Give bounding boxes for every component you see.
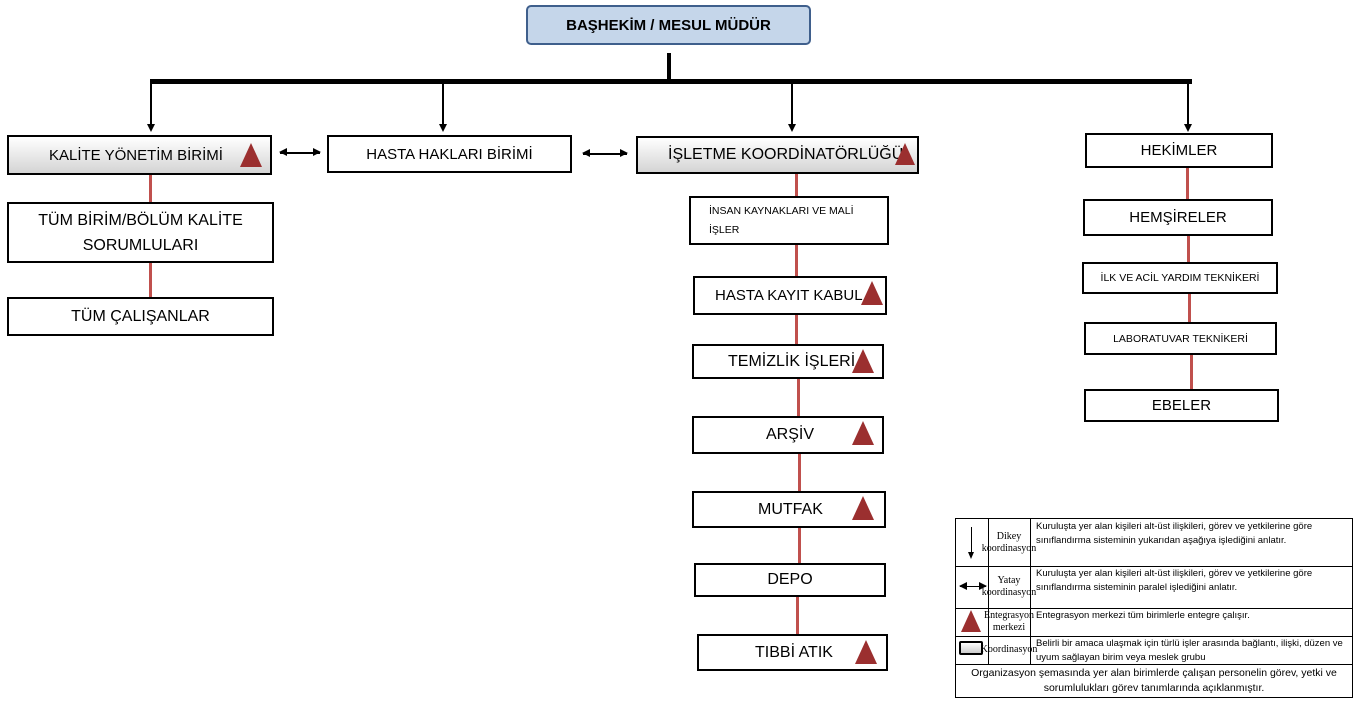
legend-box-cell bbox=[956, 636, 989, 664]
kalite-box: KALİTE YÖNETİM BİRİMİ bbox=[7, 135, 272, 175]
legend-row-entegrasyon: Entegrasyon merkezi Entegrasyon merkezi … bbox=[956, 608, 1352, 637]
isletme-connector-0 bbox=[795, 174, 798, 196]
mutfak-box: MUTFAK bbox=[692, 491, 886, 528]
hasta-kayit-label: HASTA KAYIT KABUL bbox=[715, 287, 863, 304]
legend-desc-entegrasyon: Entegrasyon merkezi tüm birimlerle enteg… bbox=[1036, 610, 1250, 621]
laboratuvar-label: LABORATUVAR TEKNİKERİ bbox=[1113, 332, 1248, 345]
drop-isletme bbox=[791, 84, 793, 124]
hasta-kayit-triangle-icon bbox=[861, 281, 883, 305]
isletme-connector-1 bbox=[795, 245, 798, 276]
drop-middle bbox=[442, 84, 444, 124]
insan-kaynaklari-box: İNSAN KAYNAKLARI VE MALİ İŞLER bbox=[689, 196, 889, 245]
arrow-left bbox=[147, 124, 155, 132]
tibbi-atik-triangle-icon bbox=[855, 640, 877, 664]
drop-left bbox=[150, 84, 152, 124]
legend-down-arrow-cell bbox=[956, 519, 989, 566]
ebeler-box: EBELER bbox=[1084, 389, 1279, 422]
legend-name-entegrasyon: Entegrasyon merkezi bbox=[984, 608, 1034, 636]
legend-desc-yatay: Kuruluşta yer alan kişileri alt-üst iliş… bbox=[1036, 568, 1313, 593]
legend-name-dikey: Dikey koordinasyon bbox=[982, 519, 1036, 566]
hemsireler-label: HEMŞİRELER bbox=[1129, 209, 1227, 226]
ebeler-label: EBELER bbox=[1151, 397, 1212, 414]
insan-kaynaklari-label: İNSAN KAYNAKLARI VE MALİ İŞLER bbox=[709, 204, 854, 236]
isletme-connector-6 bbox=[796, 597, 799, 634]
legend-row-koordinasyon: Koordinasyon Belirli bir amaca ulaşmak i… bbox=[956, 636, 1352, 665]
hekim-connector-2 bbox=[1187, 236, 1190, 262]
kalite-sorumlu-box: TÜM BİRİM/BÖLÜM KALİTE SORUMLULARI bbox=[7, 202, 274, 263]
legend-row-yatay: Yatay koordinasyon Kuruluşta yer alan ki… bbox=[956, 566, 1352, 609]
legend-table: Dikey koordinasyon Kuruluşta yer alan ki… bbox=[955, 518, 1353, 698]
temizlik-triangle-icon bbox=[852, 349, 874, 373]
legend-desc-koordinasyon: Belirli bir amaca ulaşmak için türlü işl… bbox=[1036, 638, 1343, 663]
tum-calisanlar-label: TÜM ÇALIŞANLAR bbox=[71, 307, 210, 325]
legend-double-arrow-cell bbox=[956, 566, 989, 608]
legend-double-arrow-icon bbox=[959, 580, 987, 592]
hekim-connector-1 bbox=[1186, 168, 1189, 199]
arsiv-triangle-icon bbox=[852, 421, 874, 445]
isletme-label: İŞLETME KOORDİNATÖRLÜĞÜ bbox=[668, 146, 904, 163]
legend-name-koordinasyon: Koordinasyon bbox=[981, 636, 1037, 664]
depo-box: DEPO bbox=[694, 563, 886, 597]
legend-triangle-icon bbox=[961, 610, 981, 632]
isletme-connector-2 bbox=[795, 315, 798, 344]
isletme-box: İŞLETME KOORDİNATÖRLÜĞÜ bbox=[636, 136, 919, 174]
isletme-triangle-icon bbox=[895, 143, 915, 165]
laboratuvar-box: LABORATUVAR TEKNİKERİ bbox=[1084, 322, 1277, 355]
mutfak-label: MUTFAK bbox=[758, 500, 823, 518]
tum-calisanlar-box: TÜM ÇALIŞANLAR bbox=[7, 297, 274, 336]
drop-hekim bbox=[1187, 84, 1189, 124]
ilk-acil-box: İLK VE ACİL YARDIM TEKNİKERİ bbox=[1082, 262, 1278, 294]
top-box: BAŞHEKİM / MESUL MÜDÜR bbox=[526, 5, 811, 45]
left-connector-1 bbox=[149, 175, 152, 202]
isletme-connector-4 bbox=[798, 454, 801, 491]
kalite-label: KALİTE YÖNETİM BİRİMİ bbox=[49, 146, 223, 164]
hemsireler-box: HEMŞİRELER bbox=[1083, 199, 1273, 236]
legend-footer: Organizasyon şemasında yer alan birimler… bbox=[971, 667, 1337, 694]
arrow-middle bbox=[439, 124, 447, 132]
legend-down-arrowhead-icon bbox=[968, 552, 974, 559]
legend-desc-dikey: Kuruluşta yer alan kişileri alt-üst iliş… bbox=[1036, 521, 1313, 546]
legend-name-yatay: Yatay koordinasyon bbox=[982, 566, 1036, 608]
isletme-connector-5 bbox=[798, 528, 801, 563]
temizlik-label: TEMİZLİK İŞLERİ bbox=[728, 352, 856, 370]
hekim-connector-3 bbox=[1188, 294, 1191, 322]
legend-triangle-cell bbox=[956, 608, 989, 636]
depo-label: DEPO bbox=[767, 571, 813, 588]
hekimler-label: HEKİMLER bbox=[1140, 142, 1218, 159]
top-stem bbox=[667, 53, 671, 79]
hekimler-box: HEKİMLER bbox=[1085, 133, 1273, 168]
hasta-haklari-box: HASTA HAKLARI BİRİMİ bbox=[327, 135, 572, 173]
hasta-kayit-box: HASTA KAYIT KABUL bbox=[693, 276, 887, 315]
arsiv-label: ARŞİV bbox=[766, 426, 815, 443]
kalite-sorumlu-label: TÜM BİRİM/BÖLÜM KALİTE SORUMLULARI bbox=[38, 211, 243, 254]
kalite-hasta-double-arrow-icon bbox=[279, 149, 321, 155]
kalite-triangle-icon bbox=[240, 143, 262, 167]
legend-box-icon bbox=[959, 641, 983, 655]
hasta-haklari-label: HASTA HAKLARI BİRİMİ bbox=[366, 145, 533, 163]
mutfak-triangle-icon bbox=[852, 496, 874, 520]
arrow-isletme bbox=[788, 124, 796, 132]
left-connector-2 bbox=[149, 263, 152, 297]
legend-row-dikey: Dikey koordinasyon Kuruluşta yer alan ki… bbox=[956, 519, 1352, 567]
top-label: BAŞHEKİM / MESUL MÜDÜR bbox=[566, 16, 771, 34]
hekim-connector-4 bbox=[1190, 355, 1193, 389]
hasta-isletme-double-arrow-icon bbox=[582, 150, 628, 156]
ilk-acil-label: İLK VE ACİL YARDIM TEKNİKERİ bbox=[1100, 272, 1260, 284]
arrow-hekim bbox=[1184, 124, 1192, 132]
legend-down-arrow-icon bbox=[971, 527, 973, 554]
isletme-connector-3 bbox=[797, 379, 800, 416]
tibbi-atik-label: TIBBİ ATIK bbox=[755, 643, 833, 661]
main-bus bbox=[150, 79, 1192, 84]
